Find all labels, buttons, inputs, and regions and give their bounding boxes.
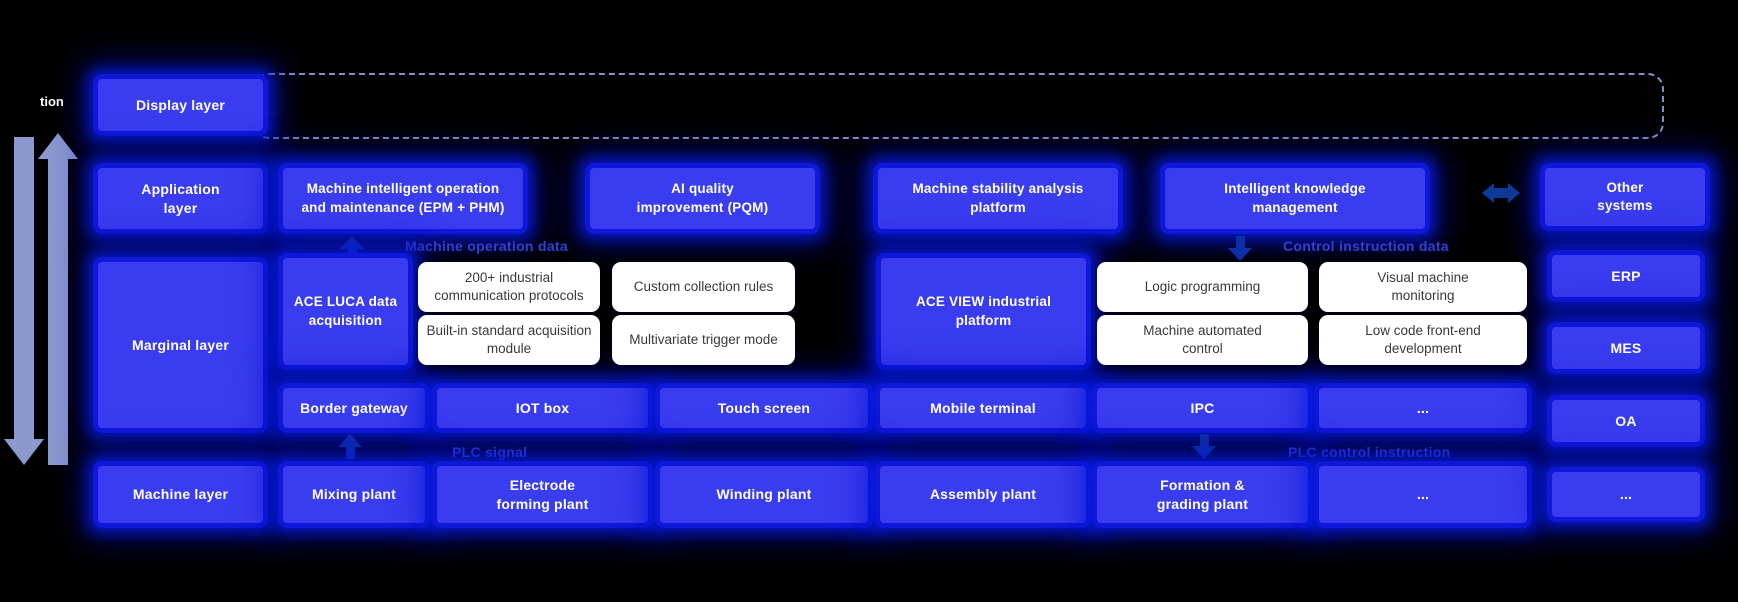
feature-automated-control: Machine automated control [1097,315,1308,365]
plant-electrode-forming-label: Electrode forming plant [496,476,589,512]
app-box-knowledge-label: Intelligent knowledge management [1224,181,1366,215]
system-oa-label: OA [1615,412,1637,429]
system-mes-label: MES [1610,339,1642,356]
control-instruction-data-label: Control instruction data [1283,238,1449,254]
app-box-stability-label: Machine stability analysis platform [912,181,1084,215]
up-mini-arrow-icon [338,434,362,459]
layer-application: Application layer [98,168,263,229]
app-box-epm-phm: Machine intelligent operation and mainte… [283,168,523,229]
clipped-label-fragment: tion [40,94,64,109]
device-mobile-terminal-label: Mobile terminal [930,399,1036,416]
plant-formation-grading: Formation & grading plant [1097,466,1308,523]
plant-assembly: Assembly plant [880,466,1086,523]
ace-luca-label: ACE LUCA data acquisition [293,294,398,328]
layer-display: Display layer [98,79,263,131]
system-erp: ERP [1552,255,1700,297]
feature-visual-monitoring: Visual machine monitoring [1319,262,1527,312]
plant-winding-label: Winding plant [716,486,812,503]
down-arrow-shaft [14,137,34,439]
feature-custom-rules-label: Custom collection rules [633,279,774,295]
feature-lowcode-label: Low code front-end development [1365,323,1481,356]
layer-marginal: Marginal layer [98,262,263,428]
other-systems-box: Other systems [1545,168,1705,226]
device-ellipsis-label: ... [1416,399,1430,416]
feature-multivariate-label: Multivariate trigger mode [629,332,778,348]
app-box-pqm-label: AI quality improvement (PQM) [636,181,769,215]
ace-view-box: ACE VIEW industrial platform [881,258,1086,365]
ace-luca-box: ACE LUCA data acquisition [283,258,408,365]
down-mini-arrow-icon [1228,236,1252,261]
app-box-knowledge: Intelligent knowledge management [1165,168,1425,229]
system-mes: MES [1552,327,1700,369]
feature-custom-rules: Custom collection rules [612,262,795,312]
app-box-stability: Machine stability analysis platform [878,168,1118,229]
feature-protocols: 200+ industrial communication protocols [418,262,600,312]
device-border-gateway: Border gateway [283,388,425,428]
up-arrowhead-icon [38,133,78,159]
app-box-pqm: AI quality improvement (PQM) [590,168,815,229]
down-arrowhead-icon [4,439,44,465]
down-mini-arrow-icon [1192,434,1216,459]
system-oa: OA [1552,400,1700,442]
device-border-gateway-label: Border gateway [300,399,408,416]
device-touch-screen-label: Touch screen [717,399,811,416]
plant-electrode-forming: Electrode forming plant [437,466,648,523]
app-box-epm-phm-label: Machine intelligent operation and mainte… [301,181,505,215]
layer-machine: Machine layer [98,466,263,523]
layer-application-label: Application layer [141,180,220,216]
feature-automated-control-label: Machine automated control [1143,323,1262,356]
feature-multivariate: Multivariate trigger mode [612,315,795,365]
left-right-arrow-icon [1482,183,1520,203]
layer-machine-label: Machine layer [132,486,229,503]
feature-builtin-module: Built-in standard acquisition module [418,315,600,365]
device-ellipsis: ... [1319,388,1527,428]
up-mini-arrow-icon [340,236,364,261]
feature-lowcode: Low code front-end development [1319,315,1527,365]
ace-view-label: ACE VIEW industrial platform [915,294,1052,328]
feature-logic-programming-label: Logic programming [1144,279,1261,295]
plant-assembly-label: Assembly plant [929,486,1037,503]
device-iot-box-label: IOT box [515,399,570,416]
feature-builtin-module-label: Built-in standard acquisition module [426,323,592,356]
plant-formation-grading-label: Formation & grading plant [1156,476,1249,512]
plant-mixing: Mixing plant [283,466,425,523]
plant-winding: Winding plant [660,466,868,523]
upward-flow-arrow [38,133,78,465]
plc-control-instruction-label: PLC control instruction [1288,444,1451,460]
plant-ellipsis-label: ... [1416,486,1430,503]
device-touch-screen: Touch screen [660,388,868,428]
arrow-right-head [1508,183,1520,203]
device-ipc: IPC [1097,388,1308,428]
arrow-left-head [1482,183,1494,203]
layer-display-label: Display layer [136,96,225,113]
device-iot-box: IOT box [437,388,648,428]
arrow-bar [1494,188,1508,198]
other-systems-label: Other systems [1597,179,1653,213]
feature-visual-monitoring-label: Visual machine monitoring [1377,270,1469,303]
device-mobile-terminal: Mobile terminal [880,388,1086,428]
feature-logic-programming: Logic programming [1097,262,1308,312]
machine-operation-data-label: Machine operation data [405,238,568,254]
plant-ellipsis: ... [1319,466,1527,523]
system-ellipsis: ... [1552,472,1700,517]
layer-marginal-label: Marginal layer [132,336,229,353]
downward-flow-arrow [4,137,44,465]
plant-mixing-label: Mixing plant [311,486,397,503]
system-erp-label: ERP [1611,267,1641,284]
device-ipc-label: IPC [1190,399,1215,416]
system-ellipsis-label: ... [1619,486,1633,503]
up-arrow-shaft [48,159,68,465]
feature-protocols-label: 200+ industrial communication protocols [434,270,584,303]
plc-signal-label: PLC signal [452,444,528,460]
display-layer-dashed-region [253,73,1664,139]
